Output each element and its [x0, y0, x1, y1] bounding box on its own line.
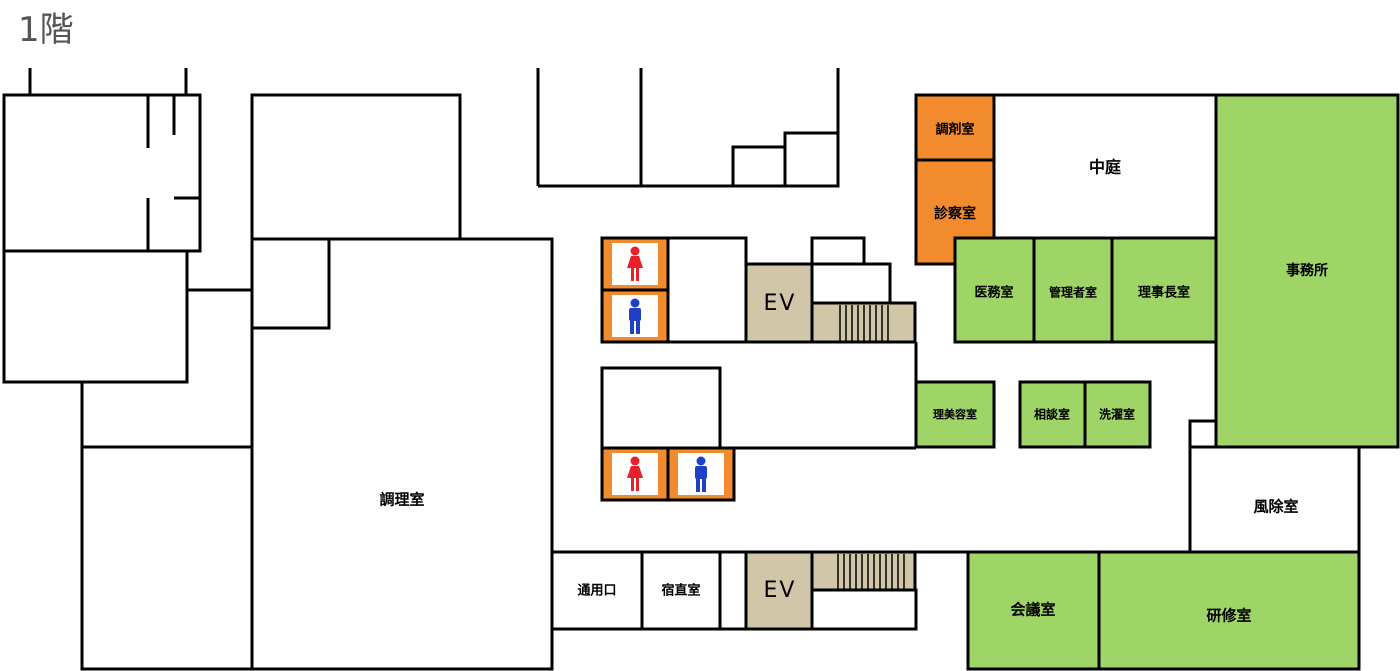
room-label-service-entrance: 通用口	[577, 583, 616, 599]
room-ev-side-top	[810, 236, 866, 266]
room-ev-side	[810, 262, 892, 305]
room-label-office: 事務所	[1286, 262, 1328, 279]
room-barber	[914, 380, 996, 449]
room-label-director: 理事長室	[1138, 285, 1190, 301]
floor-title: 1階	[18, 10, 74, 50]
room-dispensary	[914, 93, 996, 162]
stair-treads-lower	[837, 554, 905, 589]
elevator-label-lower: EV	[764, 578, 797, 603]
room-service-entrance	[550, 550, 644, 631]
room-left-lower	[80, 445, 254, 671]
room-laundry	[1083, 380, 1152, 449]
room-consultation	[1018, 380, 1087, 449]
room-left-middle	[2, 249, 189, 384]
elevator-upper	[744, 262, 814, 344]
room-stair-side-lower	[810, 588, 918, 631]
female-restroom-icon	[627, 246, 643, 281]
room-label-consultation: 相談室	[1034, 407, 1070, 422]
room-label-barber: 理美容室	[933, 407, 977, 421]
room-night-duty	[640, 550, 722, 631]
room-label-exam: 診察室	[934, 205, 976, 222]
elevator-label-upper: EV	[764, 291, 797, 316]
room-label-manager: 管理者室	[1049, 285, 1097, 300]
room-upper-storage	[250, 93, 462, 241]
room-label-courtyard: 中庭	[1089, 158, 1121, 177]
female-restroom-icon	[627, 456, 643, 491]
stair-treads-upper	[839, 305, 889, 341]
room-label-laundry: 洗濯室	[1099, 407, 1135, 422]
room-vestibule-notch	[1188, 419, 1218, 449]
room-small-step-1	[731, 145, 787, 188]
room-manager	[1032, 236, 1114, 344]
room-label-training: 研修室	[1206, 607, 1251, 625]
room-small-step-2	[783, 131, 840, 188]
room-left-upper	[2, 93, 202, 253]
room-infirmary	[953, 236, 1036, 344]
room-small-lower	[718, 550, 748, 631]
room-kitchen-corner	[250, 237, 331, 330]
room-label-kitchen: 調理室	[379, 491, 424, 509]
room-center-middle	[600, 366, 722, 450]
room-label-dispensary: 調剤室	[935, 122, 974, 138]
male-restroom-icon	[695, 456, 707, 492]
male-restroom-icon	[629, 298, 641, 334]
staircase-lower	[810, 550, 917, 592]
room-training	[1097, 550, 1361, 671]
room-label-vestibule: 風除室	[1253, 498, 1298, 516]
room-label-night-duty: 宿直室	[661, 583, 700, 599]
room-meeting	[966, 550, 1101, 671]
room-label-infirmary: 医務室	[974, 285, 1013, 301]
room-label-meeting: 会議室	[1010, 601, 1055, 619]
